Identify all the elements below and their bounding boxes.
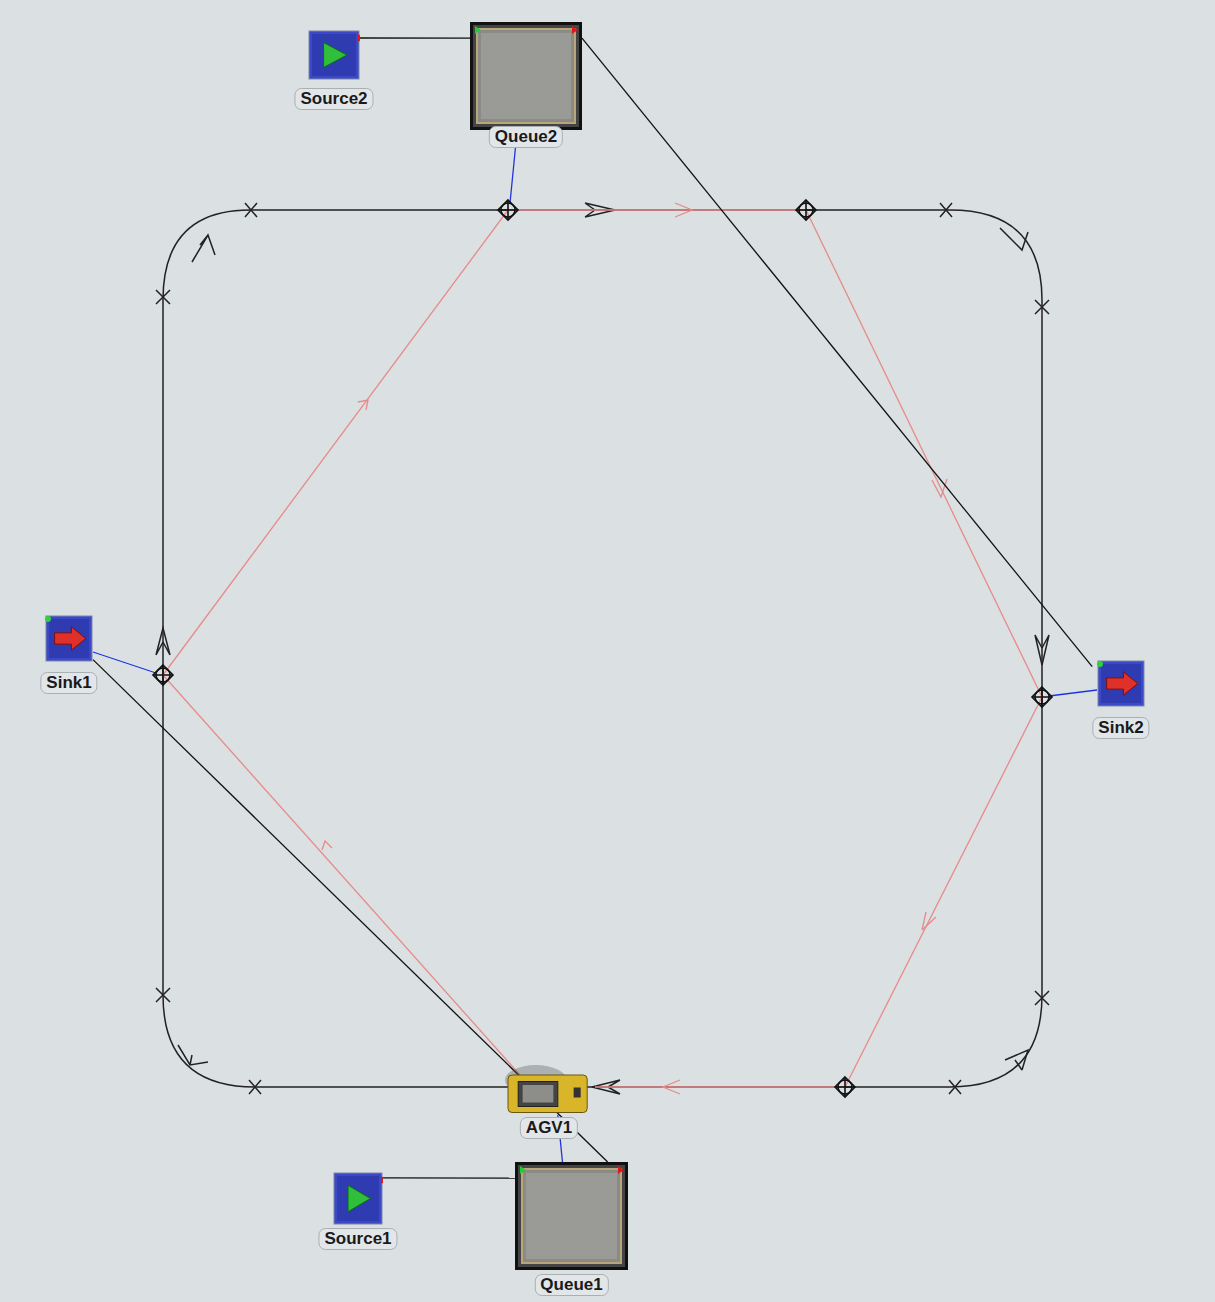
source-object: Source2 <box>308 30 360 80</box>
queue-object: Queue2 <box>470 22 582 130</box>
agv-object: AGV1 <box>505 1065 593 1115</box>
object-label: Sink1 <box>40 672 97 694</box>
sink-icon <box>1097 660 1145 707</box>
object-label: Queue1 <box>534 1274 608 1296</box>
sink-object: Sink1 <box>45 615 93 662</box>
object-connector <box>582 38 1092 666</box>
object-connector <box>93 660 608 1162</box>
source-object: Source1 <box>333 1172 383 1225</box>
source-icon <box>308 30 360 80</box>
queue-icon <box>470 22 582 130</box>
queue-object: Queue1 <box>515 1162 628 1270</box>
object-label: Source2 <box>294 88 373 110</box>
sink-icon <box>45 615 93 662</box>
source-icon <box>333 1172 383 1225</box>
object-label: Sink2 <box>1092 717 1149 739</box>
object-connector <box>383 1177 518 1178</box>
queue-icon <box>515 1162 628 1270</box>
object-label: Queue2 <box>489 126 563 148</box>
object-label: Source1 <box>318 1228 397 1250</box>
sink-object: Sink2 <box>1097 660 1145 707</box>
agv-icon <box>505 1065 593 1115</box>
object-label: AGV1 <box>520 1117 578 1139</box>
object-connector <box>360 38 472 39</box>
